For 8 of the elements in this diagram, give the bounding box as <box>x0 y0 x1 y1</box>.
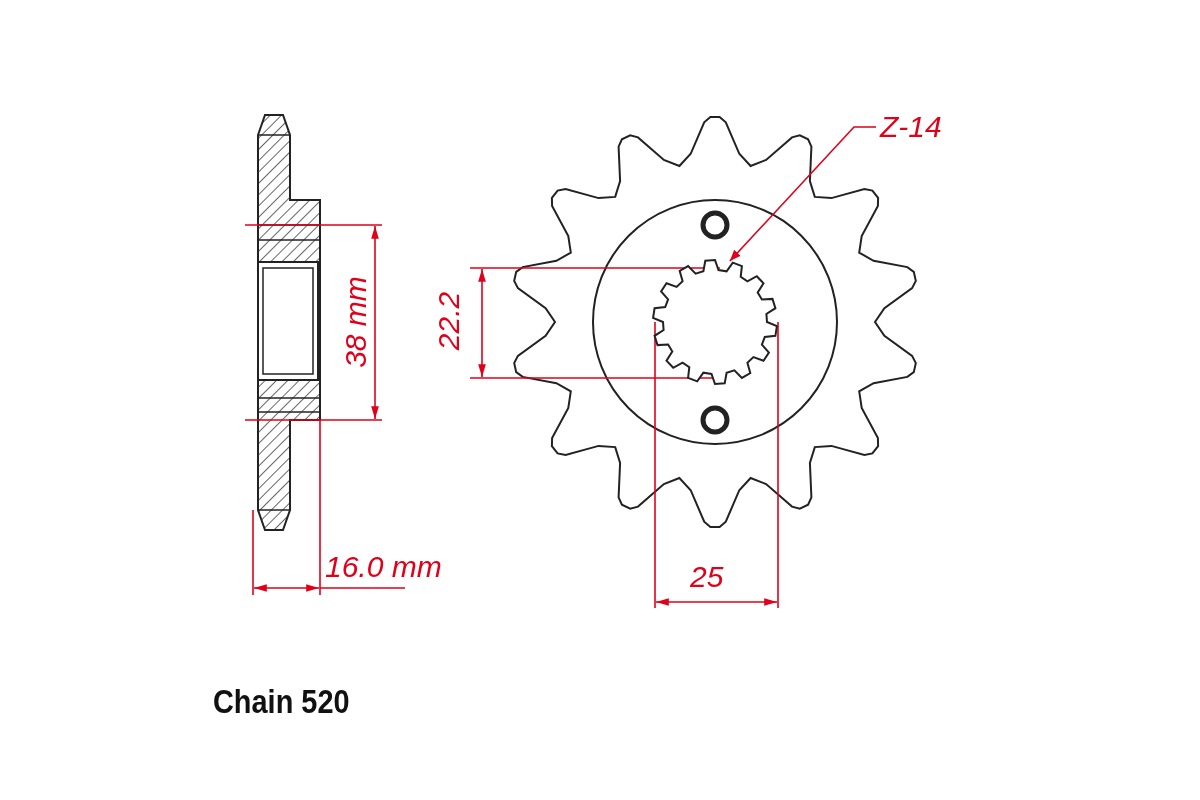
dimension-label: 16.0 mm <box>325 552 442 582</box>
dimension-label: 25 <box>690 562 724 592</box>
dimension-label: 38 mm <box>340 276 371 368</box>
dimension-label: 22.2 <box>434 291 465 351</box>
tooth-count-label: Z-14 <box>880 112 942 142</box>
leader-line <box>729 126 877 262</box>
splined-bore <box>652 258 778 386</box>
chain-size-label: Chain 520 <box>213 682 350 721</box>
